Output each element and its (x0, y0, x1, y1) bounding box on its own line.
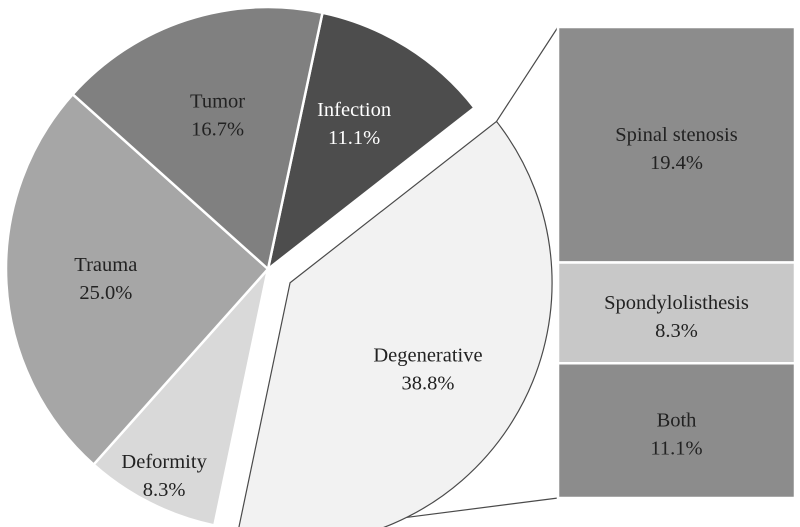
pie-value-deformity: 8.3% (143, 479, 186, 501)
pie-label-trauma: Trauma (74, 254, 137, 276)
bar-segment-both (556, 362, 797, 500)
bar-label-spondylolisthesis: Spondylolisthesis (604, 292, 749, 314)
pie-value-trauma: 25.0% (79, 282, 132, 304)
pie-slice-degenerative (238, 120, 553, 527)
pie-value-infection: 11.1% (328, 127, 380, 149)
bar-segment-spinal-stenosis (556, 25, 797, 264)
bar-value-spinal-stenosis: 19.4% (650, 152, 703, 174)
pie-slice-trauma (4, 93, 270, 466)
pie-label-deformity: Deformity (121, 451, 207, 473)
pie-value-tumor: 16.7% (191, 119, 244, 141)
bar-value-spondylolisthesis: 8.3% (655, 320, 698, 342)
pie-label-infection: Infection (317, 99, 391, 121)
pie-label-tumor: Tumor (190, 91, 245, 113)
connector-line-top (496, 26, 559, 122)
bar-label-spinal-stenosis: Spinal stenosis (615, 124, 737, 146)
pie-label-degenerative: Degenerative (373, 345, 482, 367)
bar-segment-spondylolisthesis (556, 261, 797, 365)
breakdown-bar: Spinal stenosis 19.4% Spondylolisthesis 8.3… (556, 25, 797, 500)
bar-value-both: 11.1% (650, 438, 702, 460)
pie-slice-infection (266, 11, 476, 271)
pie-chart: Infection 11.1% Degenerative 38.8% Deformity… (4, 5, 553, 527)
bar-label-both: Both (657, 410, 697, 432)
pie-slice-deformity (92, 267, 270, 527)
pie-slice-tumor (71, 5, 324, 271)
pie-value-degenerative: 38.8% (401, 373, 454, 395)
